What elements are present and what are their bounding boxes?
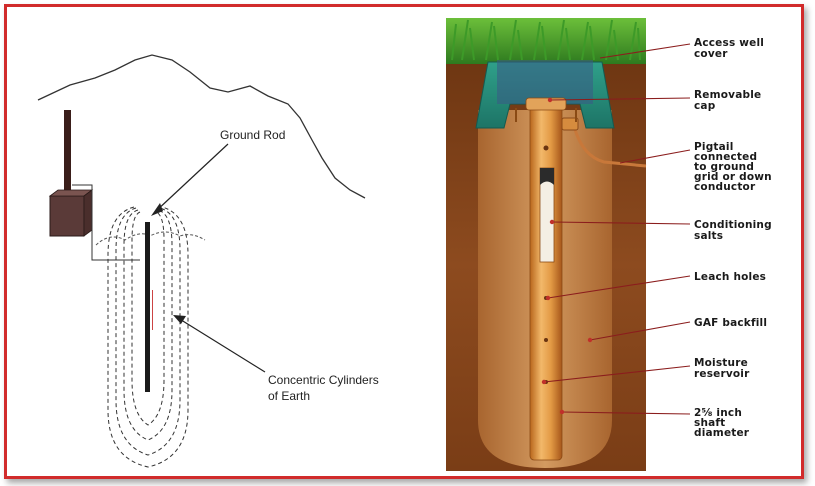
copper-shaft — [529, 103, 563, 461]
ground-rod-label: Ground Rod — [220, 128, 285, 142]
cap-handle — [515, 108, 577, 122]
removable-cap — [525, 97, 567, 111]
cylinders-label-line1: Concentric Cylinders — [268, 373, 379, 387]
leader-dots — [541, 97, 593, 415]
grass-blades — [451, 19, 641, 61]
right-diagram: Access well cover Removable cap Pigtail … — [446, 18, 776, 471]
ground-rod — [145, 222, 150, 392]
label-access-well-cover: Access well cover — [694, 37, 768, 60]
pigtail-wire — [572, 125, 647, 168]
label-conditioning-salts: Conditioning salts — [694, 219, 776, 242]
figure-frame — [4, 4, 804, 479]
leader-removable-cap — [549, 97, 691, 101]
junction-box — [49, 195, 85, 237]
ground-rod-arrow — [154, 143, 229, 213]
cylinders-arrowhead — [173, 315, 186, 324]
leader-lines — [543, 43, 691, 415]
cylinders-arrow — [177, 317, 266, 373]
label-leach-holes: Leach holes — [694, 271, 766, 283]
leader-shaft-diameter — [561, 411, 691, 415]
cylinder-4 — [107, 206, 189, 468]
cylinders-label-line2: of Earth — [268, 389, 310, 403]
label-gaf-backfill: GAF backfill — [694, 317, 767, 329]
ground-surface — [95, 231, 206, 246]
leader-gaf-backfill — [589, 321, 691, 341]
leader-leach-holes — [547, 275, 691, 299]
cylinder-1 — [131, 211, 165, 426]
hill-outline — [37, 54, 366, 199]
label-shaft-diameter: 2⅝ inch shaft diameter — [694, 407, 750, 439]
leader-pigtail — [619, 149, 691, 164]
leader-conditioning-salts — [551, 221, 691, 225]
leader-access-well-cover — [599, 43, 691, 59]
left-diagram: Ground Rod Concentric Cylinders of Earth — [37, 54, 379, 468]
label-removable-cap: Removable cap — [694, 89, 765, 112]
ground-rod-highlight — [152, 290, 153, 330]
label-moisture-reservoir: Moisture reservoir — [694, 357, 752, 380]
ground-rod-arrowhead — [151, 203, 163, 216]
post — [64, 110, 71, 206]
label-pigtail: Pigtail connected to ground grid or down… — [694, 141, 776, 193]
concentric-cylinders — [107, 206, 189, 468]
leader-moisture-reservoir — [543, 365, 691, 383]
conditioning-salts-fill — [540, 168, 554, 185]
cylinder-3 — [115, 207, 181, 456]
cover-lid — [497, 60, 593, 104]
box-side — [83, 189, 93, 237]
